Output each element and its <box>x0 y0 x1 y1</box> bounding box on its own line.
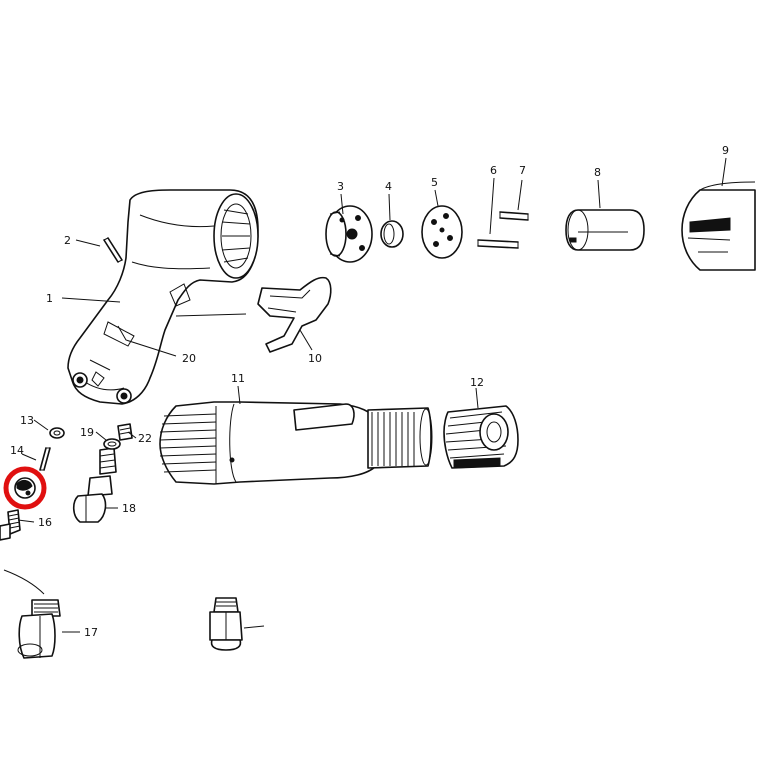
part-18-valve-stem <box>72 447 117 523</box>
label-part-18: 18 <box>122 502 136 515</box>
label-part-3: 3 <box>337 180 344 193</box>
label-part-16: 16 <box>38 516 52 529</box>
label-part-11: 11 <box>231 372 245 385</box>
part-11-barrel <box>159 401 433 485</box>
label-part-17: 17 <box>84 626 98 639</box>
part-22-cap <box>117 423 133 441</box>
part-12-nut <box>443 405 519 469</box>
part-14-spring <box>39 447 51 471</box>
part-4-disc <box>380 220 404 248</box>
part-labels: 1 2 3 4 5 6 7 8 9 10 11 12 13 14 16 17 1… <box>10 144 729 639</box>
label-part-5: 5 <box>431 176 438 189</box>
part-13-o-ring <box>49 427 65 439</box>
part-6-pin <box>477 239 519 249</box>
label-part-1: 1 <box>46 292 53 305</box>
label-part-10: 10 <box>308 352 322 365</box>
part-8-cylinder <box>565 209 645 251</box>
label-part-8: 8 <box>594 166 601 179</box>
label-part-12: 12 <box>470 376 484 389</box>
part-7-pin <box>499 211 529 221</box>
part-fitting-unlabeled <box>209 597 243 651</box>
part-10-latch <box>257 276 332 353</box>
label-part-22: 22 <box>138 432 152 445</box>
part-15-ball <box>14 477 36 499</box>
label-part-7: 7 <box>519 164 526 177</box>
label-part-2: 2 <box>64 234 71 247</box>
label-part-4: 4 <box>385 180 392 193</box>
part-3-valve <box>325 205 373 263</box>
leader-lines <box>3 157 727 633</box>
part-1-handle <box>67 189 259 405</box>
part-19-o-ring <box>103 438 121 450</box>
part-9-nose-cap <box>681 181 756 271</box>
label-part-13: 13 <box>20 414 34 427</box>
label-part-19: 19 <box>80 426 94 439</box>
label-part-9: 9 <box>722 144 729 157</box>
label-part-6: 6 <box>490 164 497 177</box>
label-part-14: 14 <box>10 444 24 457</box>
label-part-20: 20 <box>182 352 196 365</box>
part-5-plate <box>421 205 463 259</box>
part-2-pin <box>103 237 123 263</box>
part-17-inlet-bushing <box>17 599 61 659</box>
part-16-fitting <box>0 509 21 541</box>
highlight-circle <box>3 466 47 510</box>
